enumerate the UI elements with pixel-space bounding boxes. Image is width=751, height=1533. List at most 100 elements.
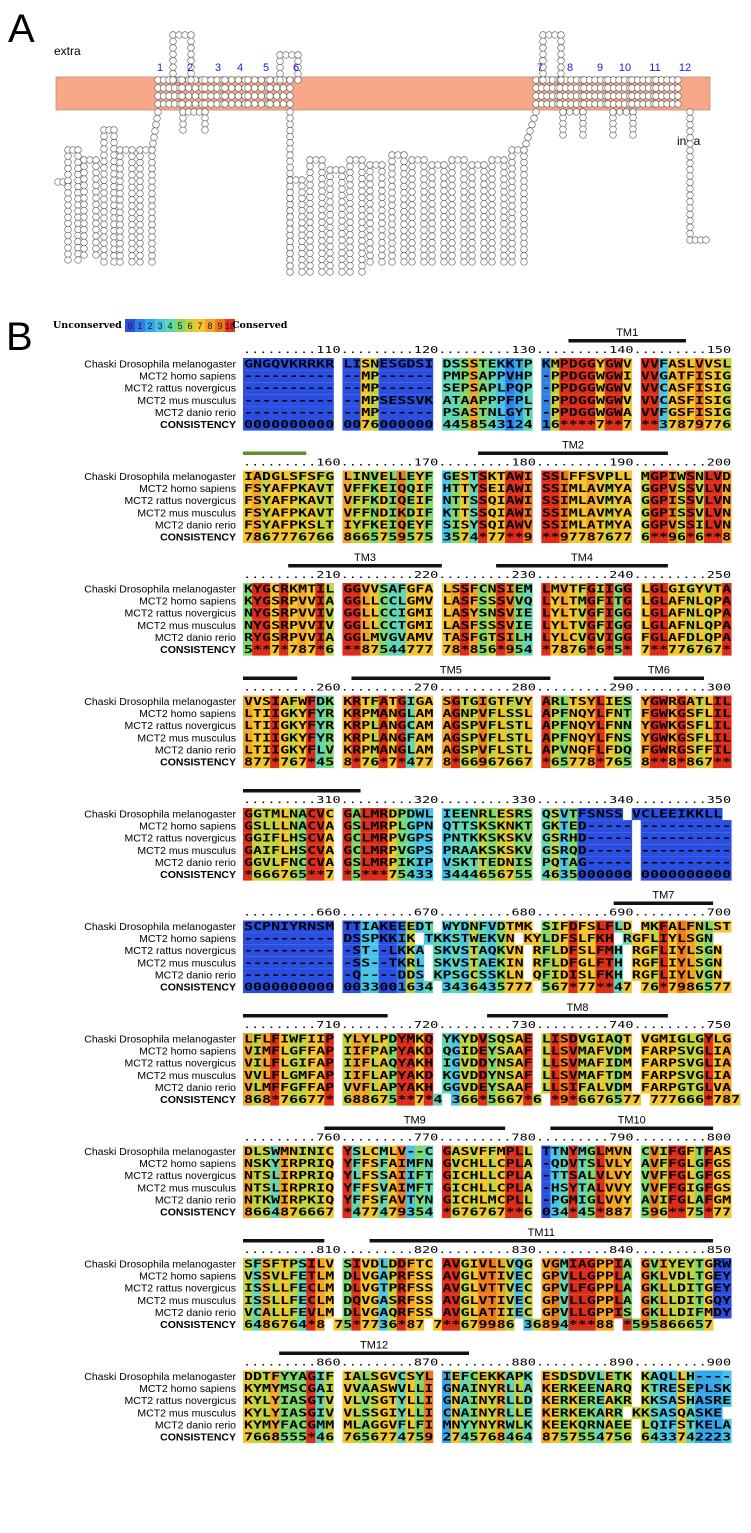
residue-bead: [408, 181, 416, 190]
residue-cell: [423, 1093, 434, 1106]
residue-cell: [297, 619, 307, 632]
residue-bead: [420, 175, 428, 183]
residue-cell: [243, 1145, 253, 1158]
residue-cell: [722, 1069, 732, 1082]
residue-cell: [279, 868, 289, 881]
residue-cell: [568, 406, 578, 419]
residue-bead: [244, 100, 252, 108]
residue-cell: [387, 1181, 398, 1194]
residue-cell: [704, 494, 714, 507]
residue-cell: [505, 1382, 515, 1395]
residue-bead: [116, 239, 124, 247]
residue-cell: [595, 932, 605, 945]
residue-bead: [318, 243, 326, 251]
residue-cell: [622, 1294, 633, 1307]
residue-cell: [324, 719, 334, 732]
residue-cell: [478, 1057, 488, 1070]
residue-cell: [613, 1306, 624, 1319]
residue-cell: [396, 619, 407, 632]
residue-cell: [469, 1093, 479, 1106]
residue-cell: [613, 607, 624, 620]
residue-bead: [100, 182, 108, 191]
residue-cell: [496, 531, 506, 544]
residue-cell: [450, 506, 461, 519]
residue-cell: [351, 1193, 361, 1206]
residue-cell: [387, 968, 398, 981]
residue-bead: [286, 100, 294, 108]
residue-bead: [100, 176, 108, 184]
residue-cell: [369, 868, 379, 881]
residue-cell: [550, 1081, 560, 1094]
residue-bead: [80, 175, 88, 183]
residue-cell: [423, 619, 434, 632]
residue-bead: [480, 161, 488, 169]
residue-cell: [270, 820, 280, 833]
residue-cell: [514, 1093, 524, 1106]
residue-cell: [577, 619, 587, 632]
residue-cell: [306, 956, 316, 969]
residue-cell: [541, 1318, 551, 1331]
legend-value: 6: [187, 321, 192, 331]
residue-bead: [276, 51, 284, 59]
residue-cell: [667, 583, 678, 596]
residue-bead: [74, 213, 82, 221]
residue-cell: [396, 920, 407, 933]
residue-cell: [649, 844, 660, 857]
residue-cell: [279, 1193, 289, 1206]
residue-cell: [550, 856, 560, 869]
residue-bead: [100, 164, 108, 172]
residue-cell: [252, 1081, 262, 1094]
residue-cell: [315, 1306, 325, 1319]
residue-cell: [450, 494, 461, 507]
residue-cell: [369, 418, 379, 431]
residue-bead: [148, 165, 156, 173]
residue-cell: [640, 370, 651, 383]
residue-cell: [252, 1318, 262, 1331]
residue-bead: [488, 232, 496, 241]
residue-cell: [423, 358, 434, 371]
sequence-row: GGTMLNACVC GALMRDPDWL IEENRLESRS QSVTFSN…: [244, 810, 722, 821]
residue-bead: [400, 189, 408, 197]
residue-bead: [80, 181, 88, 189]
residue-cell: [559, 506, 569, 519]
residue-cell: [441, 506, 452, 519]
sequence-row: ---------- -ST--LKKA SKVSTAQKVN RFLDFSLF…: [244, 946, 722, 957]
residue-cell: [360, 506, 370, 519]
residue-cell: [604, 707, 615, 720]
residue-cell: [324, 1270, 334, 1283]
residue-cell: [514, 731, 524, 744]
residue-bead: [440, 161, 448, 169]
residue-bead: [428, 167, 436, 176]
residue-cell: [441, 956, 452, 969]
sequence-row: GGVLFNCCVA GSLMRPIKIP VSKTTEDNIS PQTAG--…: [244, 858, 731, 869]
residue-bead: [318, 212, 326, 220]
residue-cell: [586, 470, 596, 483]
residue-bead: [286, 250, 294, 258]
residue-bead: [686, 191, 694, 199]
residue-cell: [505, 358, 515, 371]
residue-cell: [704, 358, 714, 371]
residue-bead: [338, 191, 346, 200]
residue-cell: [396, 1033, 407, 1046]
residue-cell: [450, 1069, 461, 1082]
residue-cell: [541, 920, 551, 933]
residue-cell: [541, 1406, 551, 1419]
residue-cell: [514, 518, 524, 531]
residue-cell: [658, 695, 669, 708]
residue-cell: [704, 695, 714, 708]
residue-cell: [261, 370, 271, 383]
residue-cell: [270, 756, 280, 769]
residue-cell: [243, 470, 253, 483]
residue-cell: [722, 1045, 732, 1058]
consistency-label: CONSISTENCY: [160, 982, 236, 994]
residue-bead: [460, 220, 468, 228]
residue-cell: [713, 808, 723, 821]
residue-cell: [243, 856, 253, 869]
residue-cell: [487, 482, 497, 495]
residue-cell: [667, 531, 678, 544]
residue-cell: [378, 643, 389, 656]
residue-bead: [298, 268, 306, 276]
residue-cell: [541, 595, 551, 608]
legend-value: 8: [207, 321, 212, 331]
sequence-row: VSSVLFETLM DLVGAPRFSS AVGLVTIVEC GPVLLGP…: [244, 1272, 732, 1283]
